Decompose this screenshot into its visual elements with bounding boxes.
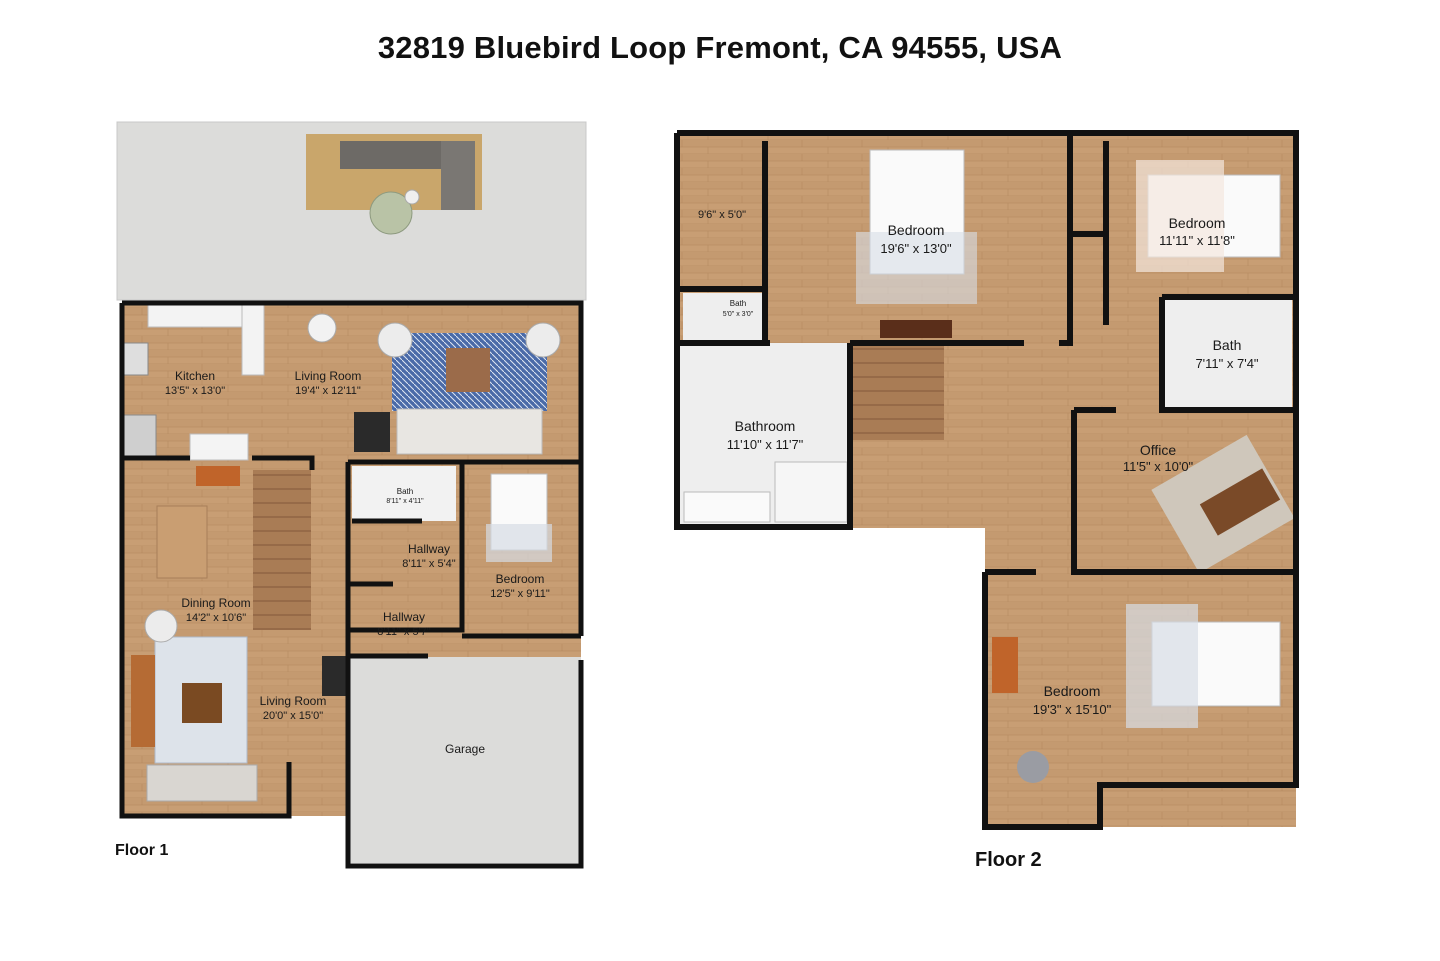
- f2-bathroom-dims: 11'10" x 11'7": [727, 437, 804, 452]
- dresser-bottom: [992, 637, 1018, 693]
- f2-office-dims: 11'5" x 10'0": [1123, 459, 1194, 474]
- sofa-bottom: [146, 764, 258, 802]
- sideboard: [196, 466, 240, 486]
- kitchen-range: [123, 342, 149, 376]
- cabinet-black: [322, 656, 346, 696]
- f1-dining-name: Dining Room: [181, 596, 250, 610]
- f2-bath-right-dims: 7'11" x 7'4": [1195, 356, 1258, 371]
- floor1-walls: [119, 300, 584, 869]
- f1-bath-name: Bath: [397, 487, 413, 496]
- kitchen-counter: [147, 304, 245, 328]
- f1-hallway-lower-dims: 8'11" x 5'7": [377, 626, 430, 638]
- f1-kitchen-dims: 13'5" x 13'0": [165, 385, 225, 397]
- patio-table: [369, 191, 413, 235]
- f1-living-top-name: Living Room: [295, 369, 362, 383]
- f1-living-bottom-name: Living Room: [260, 694, 327, 708]
- console-left: [131, 655, 155, 747]
- shower: [774, 461, 848, 523]
- rug-main: [856, 232, 977, 304]
- f1-bath-dims: 8'11" x 4'11": [386, 498, 424, 505]
- f2-bath-right-name: Bath: [1213, 337, 1242, 353]
- chair-bottom: [1017, 751, 1049, 783]
- floor-1-plan: [116, 121, 587, 869]
- f1-hallway-upper-dims: 8'11" x 5'4": [402, 558, 455, 570]
- bed-rug-floor1: [486, 524, 552, 562]
- armchair-right: [525, 322, 561, 358]
- coffee-table-bottom: [182, 683, 222, 723]
- bath-small-floor: [683, 293, 763, 341]
- f2-bedroom-right-dims: 11'11" x 11'8": [1159, 233, 1235, 248]
- dining-table: [156, 505, 208, 579]
- f1-bedroom-name: Bedroom: [496, 572, 545, 586]
- office-desk: [1199, 468, 1281, 536]
- kitchen-counter-side: [241, 304, 265, 376]
- f2-closet-dims: 9'6" x 5'0": [698, 209, 746, 221]
- f2-bedroom-right-name: Bedroom: [1169, 215, 1226, 231]
- floor2-walls: [674, 130, 1299, 830]
- f1-dining-dims: 14'2" x 10'6": [186, 612, 246, 624]
- f2-bath-small-name: Bath: [730, 299, 746, 308]
- f2-bedroom-bottom-dims: 19'3" x 15'10": [1033, 702, 1112, 717]
- floor-2-label: Floor 2: [975, 849, 1042, 871]
- floor-1-label: Floor 1: [115, 842, 169, 859]
- stairs-floor1: [253, 470, 311, 630]
- bench-main: [880, 320, 952, 338]
- rug-bottom: [1126, 604, 1198, 728]
- coffee-table-top: [446, 348, 490, 392]
- page-title: 32819 Bluebird Loop Fremont, CA 94555, U…: [377, 30, 1063, 65]
- floor-2-plan: [674, 130, 1299, 830]
- f2-bedroom-main-dims: 19'6" x 13'0": [880, 241, 952, 256]
- patio-stool: [404, 189, 420, 205]
- garage-floor: [350, 657, 581, 863]
- f1-living-top-dims: 19'4" x 12'11": [295, 385, 361, 397]
- f1-bedroom-dims: 12'5" x 9'11": [490, 588, 550, 600]
- kitchen-island: [189, 433, 249, 461]
- f2-bath-small-dims: 5'0" x 3'0": [723, 311, 754, 318]
- armchair-left: [377, 322, 413, 358]
- f1-kitchen-name: Kitchen: [175, 369, 215, 383]
- bathtub: [683, 491, 771, 523]
- f1-hallway-upper-name: Hallway: [408, 542, 450, 556]
- outdoor-sofa-return: [441, 141, 475, 210]
- f2-office-name: Office: [1140, 442, 1177, 458]
- f2-bathroom-name: Bathroom: [735, 418, 796, 434]
- tv-cabinet: [354, 412, 390, 452]
- round-table: [307, 313, 337, 343]
- f1-living-bottom-dims: 20'0" x 15'0": [263, 710, 323, 722]
- bath-floor1: [352, 466, 456, 521]
- sofa-top: [396, 408, 543, 455]
- f1-garage-name: Garage: [445, 742, 485, 756]
- kitchen-fridge: [123, 414, 157, 460]
- bath-right-floor: [1162, 297, 1292, 410]
- f2-bedroom-bottom-name: Bedroom: [1044, 683, 1101, 699]
- armchair-bottom: [144, 609, 178, 643]
- stairs-floor2: [852, 343, 944, 440]
- f1-hallway-lower-name: Hallway: [383, 610, 425, 624]
- f2-bedroom-main-name: Bedroom: [888, 222, 945, 238]
- rug-right: [1136, 160, 1224, 272]
